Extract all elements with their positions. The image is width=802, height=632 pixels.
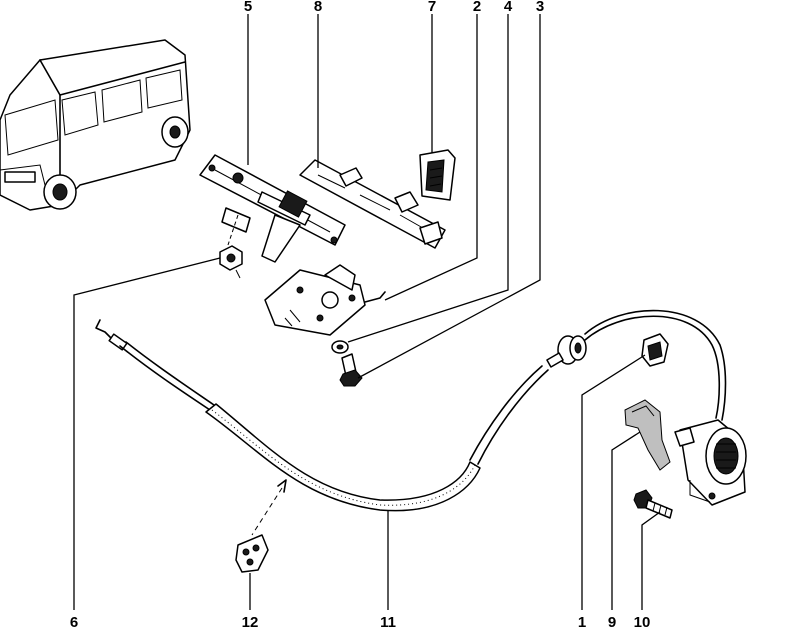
callout-3: 3 [536,0,544,15]
retaining-clip [641,333,669,367]
gear-lever-mechanism [199,154,346,263]
callout-2: 2 [473,0,481,15]
callout-6: 6 [70,614,78,631]
callout-12: 12 [242,614,259,631]
van-illustration [0,39,191,211]
nut-part [219,214,243,279]
gate-plate [299,159,446,249]
gearbox-end-fitting [674,419,747,506]
gear-cable [95,309,727,536]
callout-9: 9 [608,614,616,631]
callout-4: 4 [504,0,513,15]
washer-part [331,340,349,354]
callout-7: 7 [428,0,436,15]
callout-11: 11 [380,614,396,631]
callout-10: 10 [634,614,651,631]
fixing-bolt [633,489,673,519]
cable-clip [235,534,269,573]
callout-labels: 5 8 7 2 4 3 6 12 11 1 9 10 [70,0,651,631]
leader-lines [73,14,661,610]
callout-8: 8 [314,0,322,15]
cam-lever [624,399,671,471]
clip-part [419,149,456,201]
callout-1: 1 [578,614,586,631]
bolt-part [339,353,363,387]
base-bracket [264,264,386,336]
callout-5: 5 [244,0,252,15]
